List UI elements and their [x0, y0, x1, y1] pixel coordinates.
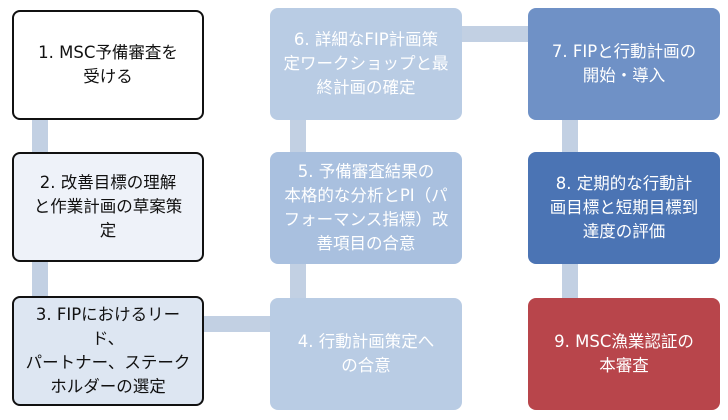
step-3-box: 3. FIPにおけるリード、 パートナー、ステーク ホルダーの選定	[12, 296, 204, 406]
step-9-box: 9. MSC漁業認証の 本審査	[528, 298, 720, 410]
step-2-box: 2. 改善目標の理解 と作業計画の草案策 定	[12, 152, 204, 262]
step-8-box: 8. 定期的な行動計 画目標と短期目標到 達度の評価	[528, 152, 720, 264]
step-6-box: 6. 詳細なFIP計画策 定ワークショップと最 終計画の確定	[270, 8, 462, 120]
step-4-box: 4. 行動計画策定へ の合意	[270, 298, 462, 410]
step-7-box: 7. FIPと行動計画の 開始・導入	[528, 8, 720, 120]
step-5-box: 5. 予備審査結果の 本格的な分析とPI（パ フォーマンス指標）改 善項目の合意	[270, 152, 462, 264]
connector-6-7	[450, 26, 550, 42]
step-1-box: 1. MSC予備審査を 受ける	[12, 10, 204, 120]
